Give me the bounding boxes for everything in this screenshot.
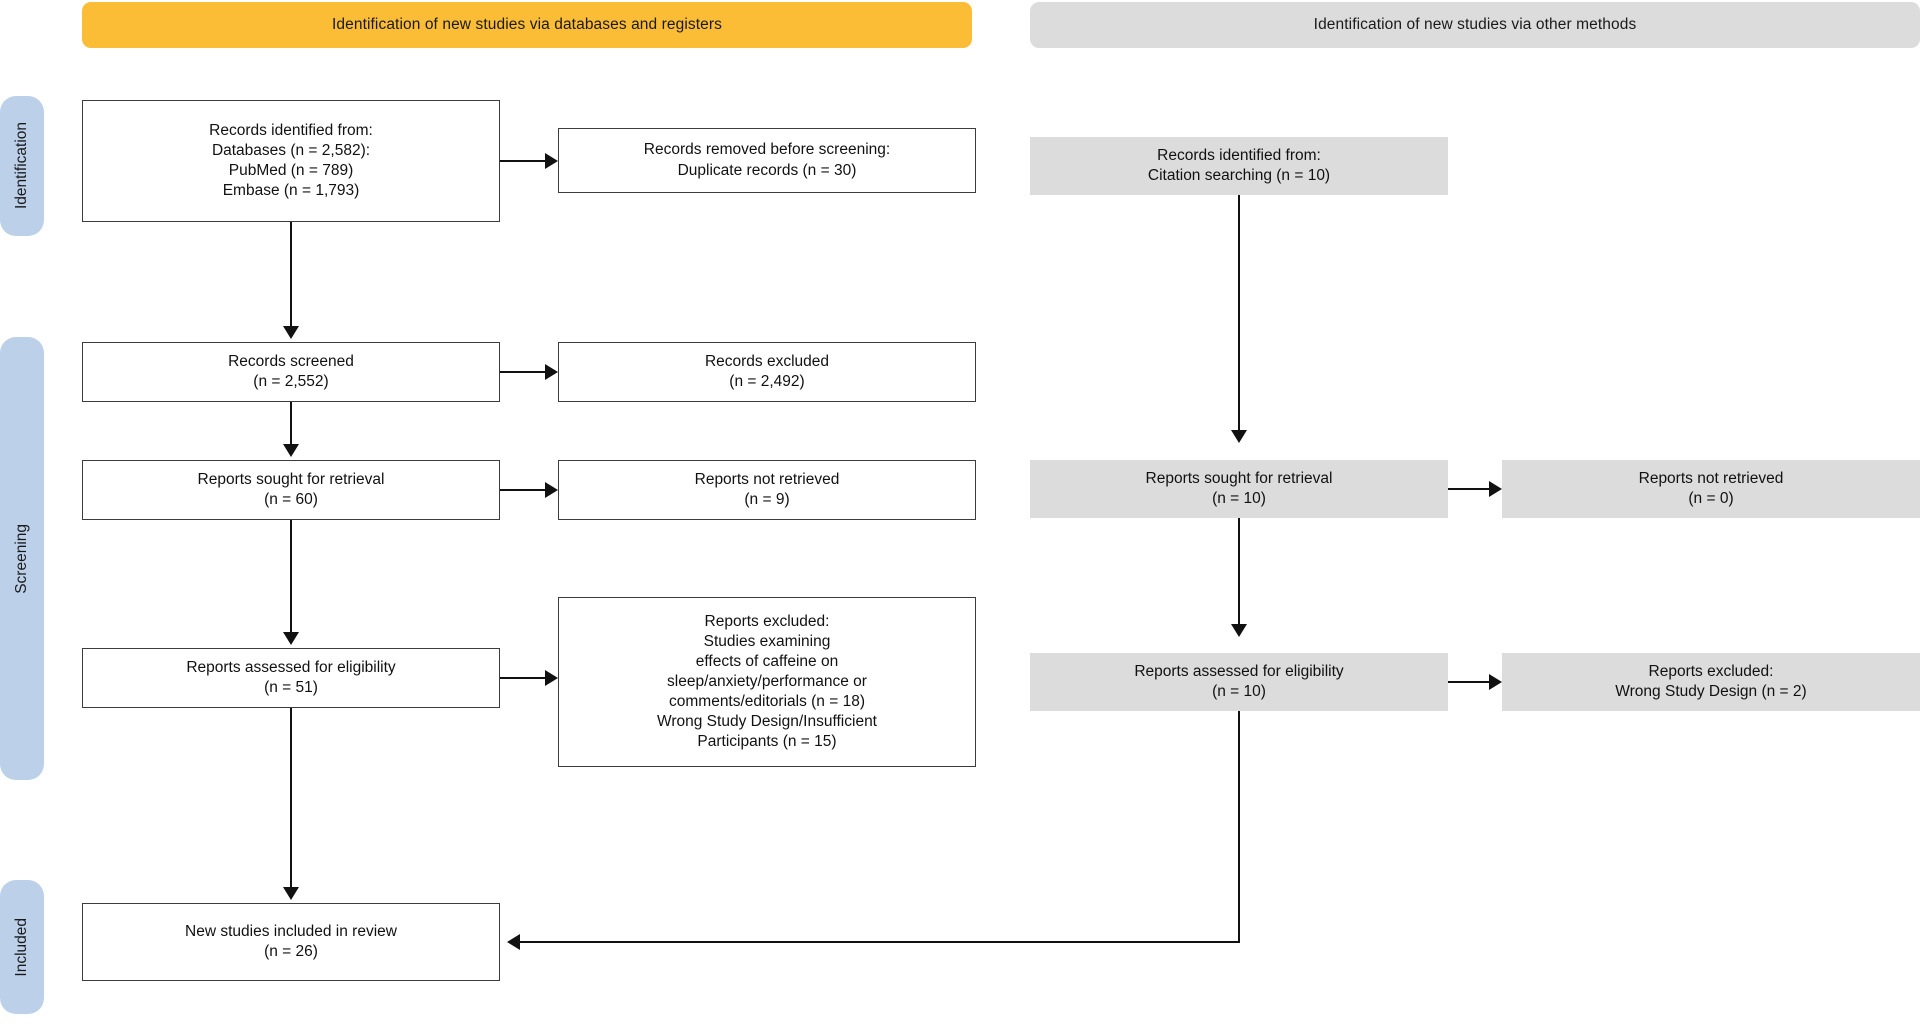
box-new-studies-included: New studies included in review (n = 26): [82, 903, 500, 981]
arrowhead-other-assessed-to-excluded: [1489, 674, 1502, 690]
box-other-records-identified: Records identified from: Citation search…: [1030, 137, 1448, 195]
box-other-reports-sought: Reports sought for retrieval (n = 10): [1030, 460, 1448, 518]
connector-assessed-to-reports-excluded: [500, 677, 545, 679]
box-records-identified-databases: Records identified from: Databases (n = …: [82, 100, 500, 222]
box-records-screened: Records screened (n = 2,552): [82, 342, 500, 402]
phase-tab-identification: Identification: [0, 96, 44, 236]
box-records-removed-before-screening: Records removed before screening: Duplic…: [558, 128, 976, 193]
phase-tab-screening: Screening: [0, 337, 44, 780]
header-databases-registers: Identification of new studies via databa…: [82, 2, 972, 48]
connector-other-assessed-to-included-vertical: [1238, 711, 1240, 943]
arrowhead-assessed-to-included: [283, 887, 299, 900]
box-records-excluded: Records excluded (n = 2,492): [558, 342, 976, 402]
phase-tab-included: Included: [0, 880, 44, 1014]
box-reports-assessed-for-eligibility: Reports assessed for eligibility (n = 51…: [82, 648, 500, 708]
connector-other-assessed-to-excluded: [1448, 681, 1489, 683]
box-reports-sought-for-retrieval: Reports sought for retrieval (n = 60): [82, 460, 500, 520]
connector-identified-to-removed: [500, 160, 545, 162]
arrowhead-sought-to-not-retrieved: [545, 482, 558, 498]
connector-other-assessed-to-included-horizontal: [520, 941, 1240, 943]
connector-assessed-to-included: [290, 708, 292, 887]
connector-sought-to-not-retrieved: [500, 489, 545, 491]
arrowhead-identified-to-removed: [545, 153, 558, 169]
arrowhead-other-sought-to-assessed: [1231, 624, 1247, 637]
connector-other-identified-to-sought: [1238, 195, 1240, 430]
arrowhead-other-identified-to-sought: [1231, 430, 1247, 443]
connector-screened-to-excluded: [500, 371, 545, 373]
arrowhead-identified-to-screened: [283, 326, 299, 339]
connector-screened-to-sought: [290, 402, 292, 444]
box-other-reports-excluded: Reports excluded: Wrong Study Design (n …: [1502, 653, 1920, 711]
box-other-reports-assessed: Reports assessed for eligibility (n = 10…: [1030, 653, 1448, 711]
phase-label-screening: Screening: [13, 523, 30, 594]
header-other-methods: Identification of new studies via other …: [1030, 2, 1920, 48]
box-other-reports-not-retrieved: Reports not retrieved (n = 0): [1502, 460, 1920, 518]
arrowhead-other-assessed-to-included: [507, 934, 520, 950]
arrowhead-sought-to-assessed: [283, 632, 299, 645]
connector-other-sought-to-not-retrieved: [1448, 488, 1489, 490]
arrowhead-assessed-to-reports-excluded: [545, 670, 558, 686]
phase-label-identification: Identification: [13, 122, 30, 210]
box-reports-excluded-detailed: Reports excluded: Studies examining effe…: [558, 597, 976, 767]
arrowhead-screened-to-sought: [283, 444, 299, 457]
arrowhead-other-sought-to-not-retrieved: [1489, 481, 1502, 497]
box-reports-not-retrieved: Reports not retrieved (n = 9): [558, 460, 976, 520]
connector-sought-to-assessed: [290, 520, 292, 632]
arrowhead-screened-to-excluded: [545, 364, 558, 380]
phase-label-included: Included: [13, 917, 30, 977]
connector-identified-to-screened: [290, 222, 292, 326]
connector-other-sought-to-assessed: [1238, 518, 1240, 624]
